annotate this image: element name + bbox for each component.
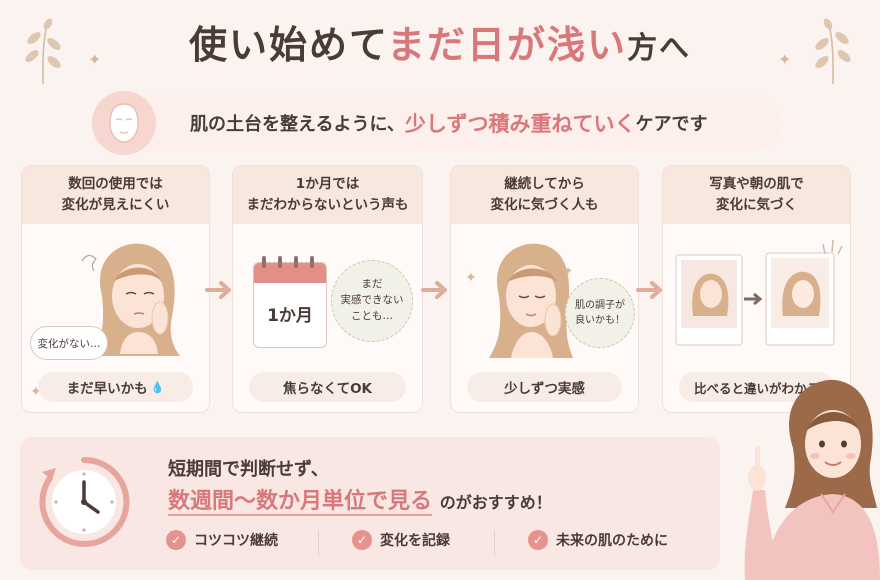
leaf-branch-icon xyxy=(815,18,851,85)
step-footer-label: まだ早いかも xyxy=(66,381,148,397)
sparkle-icon: ✦ xyxy=(778,50,792,69)
clock-icon xyxy=(39,456,130,547)
step-card-4: 写真や朝の肌で 変化に気づく 比べると違いがわかる xyxy=(662,165,851,413)
subtitle-suffix: ケアです xyxy=(635,114,708,135)
check-icon: ✓ xyxy=(528,530,548,550)
calendar-label: 1か月 xyxy=(267,306,313,326)
advice-line-2: 数週間〜数か月単位で見る のがおすすめ！ xyxy=(168,483,552,516)
speech-bubble: 変化がない… xyxy=(30,326,108,360)
step-arrow-icon xyxy=(636,281,662,299)
photo-compare-arrow-icon xyxy=(744,292,763,306)
subtitle-pill: 肌の土台を整えるように、少しずつ積み重ねていくケアです xyxy=(120,95,782,151)
advice-panel xyxy=(20,437,720,570)
shine-lines-icon xyxy=(822,239,843,255)
advice-tail: のがおすすめ！ xyxy=(439,493,552,512)
check-icon: ✓ xyxy=(166,530,186,550)
step-arrow-icon xyxy=(205,281,231,299)
leaf-branch-icon xyxy=(25,18,61,85)
page-title: 使い始めてまだ日が浅い方へ xyxy=(0,14,880,69)
subtitle-highlight: 少しずつ積み重ねていく xyxy=(404,112,636,136)
tip-label: 未来の肌のために xyxy=(556,533,668,549)
sparkle-icon: ✦ xyxy=(30,384,42,400)
presenter-woman-illustration xyxy=(744,379,880,580)
advice-highlight: 数週間〜数か月単位で見る xyxy=(168,489,433,516)
step-heading: 数回の使用では 変化が見えにくい xyxy=(22,166,209,224)
step-heading: 写真や朝の肌で 変化に気づく xyxy=(663,166,850,224)
tip-chip-3: ✓ 未来の肌のために xyxy=(528,530,668,550)
sweat-drop-icon: 💧 xyxy=(150,380,165,394)
step-footer: 焦らなくてOK xyxy=(249,372,406,402)
title-highlight: まだ日が浅い xyxy=(387,23,628,67)
advice-line-1: 短期間で判断せず、 xyxy=(168,459,329,480)
sparkle-icon: ✦ xyxy=(465,270,477,286)
title-part2: 方へ xyxy=(627,31,692,66)
step-heading: 継続してから 変化に気づく人も xyxy=(451,166,638,224)
step-footer: 少しずつ実感 xyxy=(467,372,622,402)
thought-bubble: 肌の調子が 良いかも！ xyxy=(565,278,635,348)
step-footer: まだ早いかも💧 xyxy=(38,372,193,402)
step-heading: 1か月では まだわからないという声も xyxy=(233,166,422,224)
thought-bubble: まだ 実感できない ことも… xyxy=(331,260,413,342)
check-icon: ✓ xyxy=(352,530,372,550)
calendar-icon: 1か月 xyxy=(253,262,327,348)
tip-chip-1: ✓ コツコツ継続 xyxy=(166,530,278,550)
photo-before-icon xyxy=(675,254,743,346)
step-card-2: 1か月では まだわからないという声も 1か月 まだ 実感できない ことも… 焦ら… xyxy=(232,165,423,413)
tip-label: コツコツ継続 xyxy=(194,533,278,549)
subtitle-prefix: 肌の土台を整えるように、 xyxy=(190,114,405,135)
worried-woman-illustration xyxy=(81,243,180,356)
face-mask-icon xyxy=(92,91,156,155)
step-card-3: 継続してから 変化に気づく人も ✦ ✦ 肌の調子が 良いかも！ 少しずつ実感 xyxy=(450,165,639,413)
divider xyxy=(318,530,319,556)
photo-after-icon xyxy=(765,252,835,346)
smiling-woman-illustration xyxy=(489,243,573,358)
title-part1: 使い始めて xyxy=(188,23,388,67)
step-card-1: 数回の使用では 変化が見えにくい 変化がない… ✦ まだ早いかも💧 xyxy=(21,165,210,413)
step-footer: 比べると違いがわかる xyxy=(679,372,834,402)
step-arrow-icon xyxy=(421,281,447,299)
sparkle-icon: ✦ xyxy=(88,50,102,69)
divider xyxy=(494,530,495,556)
tip-label: 変化を記録 xyxy=(380,533,450,549)
tip-chip-2: ✓ 変化を記録 xyxy=(352,530,450,550)
sparkle-icon: ✦ xyxy=(563,264,574,278)
